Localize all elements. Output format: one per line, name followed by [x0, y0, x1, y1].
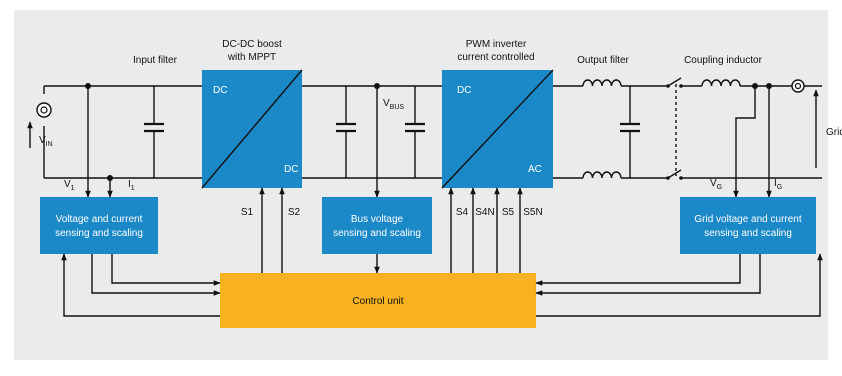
capacitor-icon	[620, 86, 640, 178]
coupling-inductor-icon	[701, 79, 741, 87]
control-to-grid-sense-arrow	[536, 253, 823, 317]
inverter-output-label: AC	[528, 164, 542, 175]
grid-sensing-block	[680, 197, 816, 254]
capacitor-icon	[405, 86, 425, 178]
inductor-icon	[582, 79, 622, 87]
s4n-label: S4N	[475, 207, 494, 218]
capacitor-icon	[144, 86, 164, 178]
bus-sensing-line1: Bus voltage	[351, 214, 404, 225]
vbus-label: VBUS	[383, 98, 404, 111]
vin-label: VIN	[39, 135, 53, 148]
grid-sensing-line1: Grid voltage and current	[694, 214, 802, 225]
inductor-icon	[582, 171, 622, 179]
ig-label: IG	[774, 178, 782, 191]
s1-label: S1	[241, 207, 254, 218]
control-unit-label: Control unit	[352, 296, 403, 307]
i1-label: I1	[128, 179, 135, 192]
output-filter-label: Output filter	[577, 55, 629, 66]
vg-label: VG	[710, 178, 722, 191]
s4-label: S4	[456, 207, 469, 218]
dcdc-input-label: DC	[213, 85, 227, 96]
v1-label: V1	[64, 179, 75, 192]
grid-label: Grid	[826, 127, 842, 138]
dcdc-converter-block	[201, 69, 303, 189]
coupling-inductor-label: Coupling inductor	[684, 55, 762, 66]
control-unit-block	[220, 273, 536, 328]
input-sensing-line1: Voltage and current	[56, 214, 143, 225]
grid-relay-icon	[667, 77, 682, 179]
grid-sensing-line2: sensing and scaling	[704, 228, 792, 239]
bus-sensing-line2: sensing and scaling	[333, 228, 421, 239]
dcdc-title-line2: with MPPT	[227, 52, 276, 63]
signal-lines	[27, 86, 823, 317]
bus-sensing-block	[322, 197, 432, 254]
dcdc-title-line1: DC-DC boost	[222, 39, 282, 50]
inverter-title-line2: current controlled	[457, 52, 534, 63]
input-sensing-block	[40, 197, 158, 254]
capacitor-icon	[336, 86, 356, 178]
grid-sense-to-control-arrow	[535, 254, 741, 286]
input-filter-label: Input filter	[133, 55, 178, 66]
inverter-input-label: DC	[457, 85, 471, 96]
inverter-title-line1: PWM inverter	[466, 39, 527, 50]
junction-dots	[85, 83, 772, 181]
dcdc-output-label: DC	[284, 164, 298, 175]
vg-sense-arrow	[733, 86, 756, 198]
grid-terminal-icon	[791, 79, 805, 93]
s2-label: S2	[288, 207, 301, 218]
input-sensing-line2: sensing and scaling	[55, 228, 143, 239]
s5-label: S5	[502, 207, 515, 218]
input-terminal-icon	[36, 102, 52, 118]
s5n-label: S5N	[523, 207, 542, 218]
input-sense-to-control-arrow	[91, 254, 221, 296]
pwm-inverter-block	[441, 69, 554, 189]
control-to-input-sense-arrow	[61, 253, 220, 317]
